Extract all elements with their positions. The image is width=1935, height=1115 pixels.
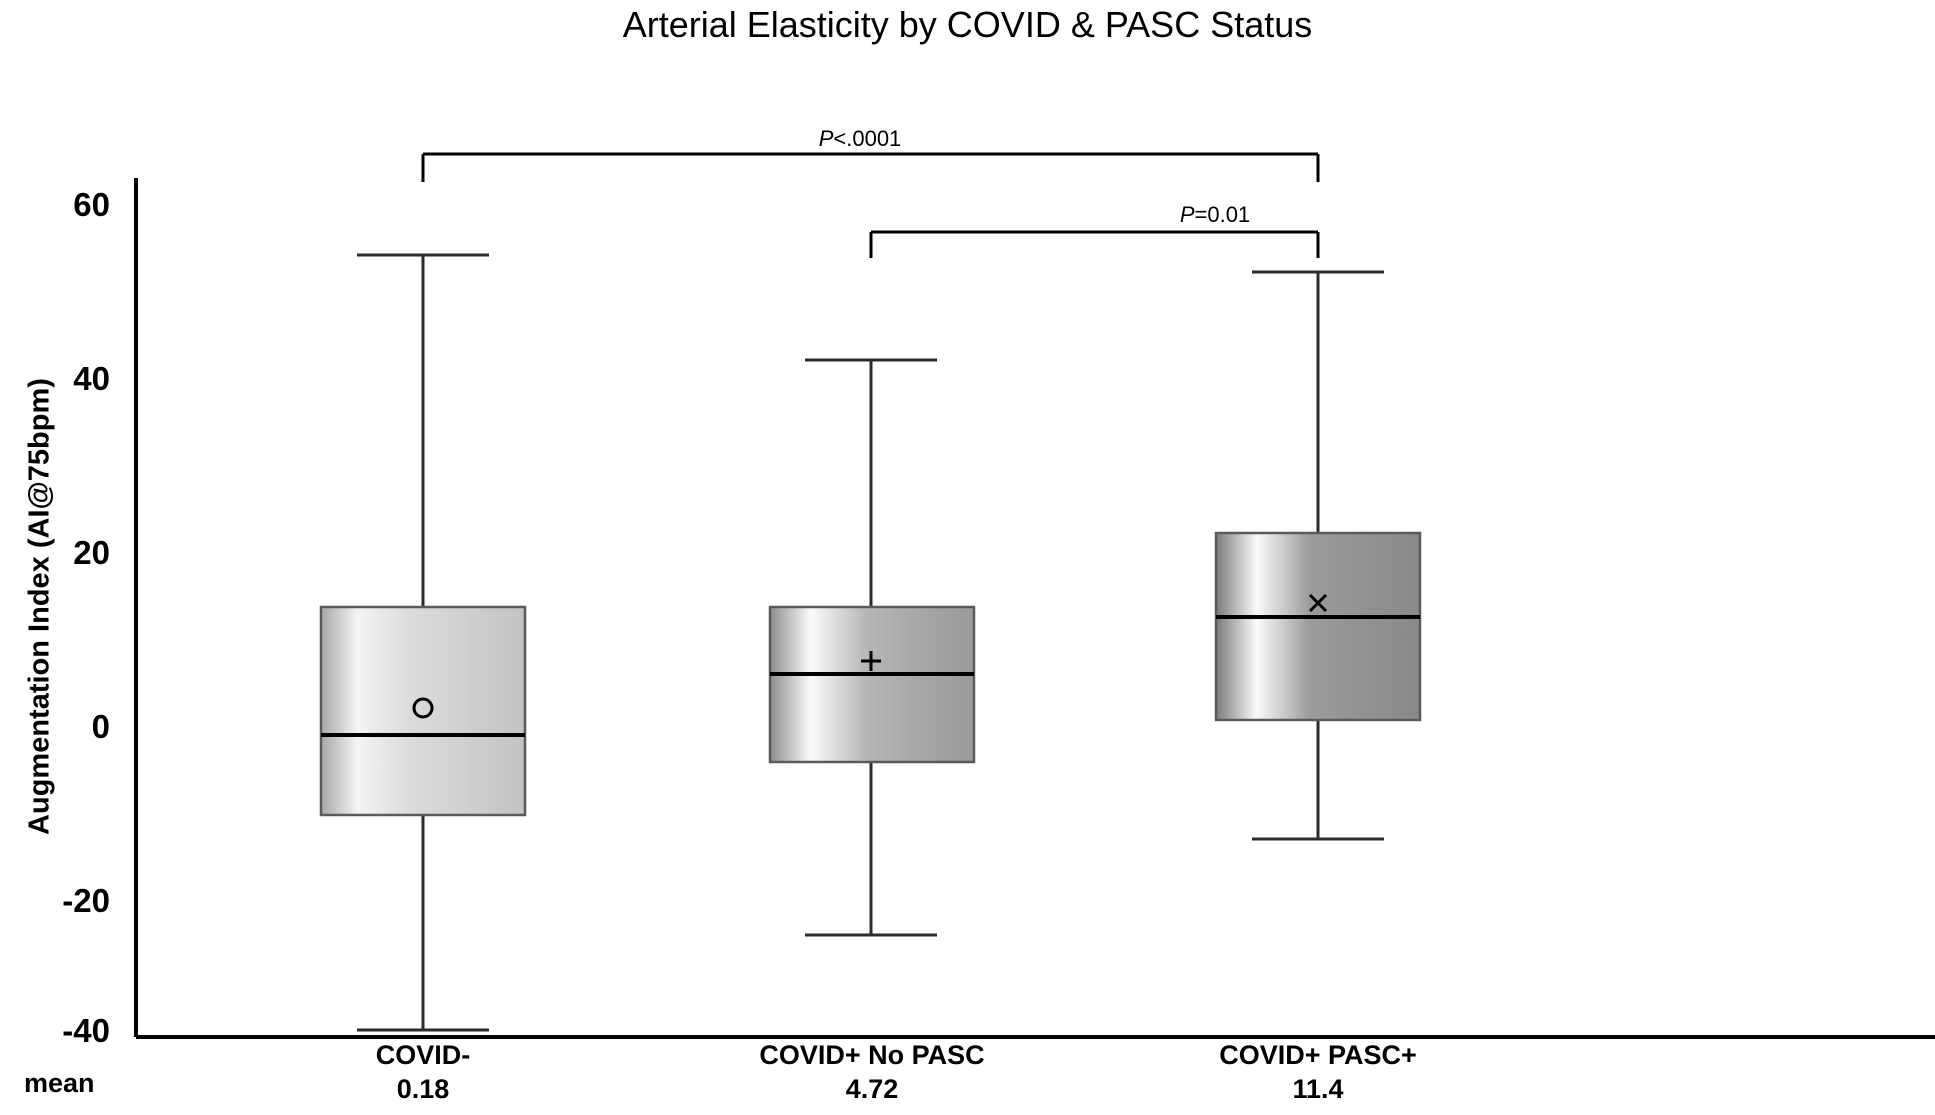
significance-bracket-1 bbox=[421, 152, 1320, 182]
y-tick-label-20: 20 bbox=[73, 534, 110, 571]
cross-marker bbox=[1308, 593, 1328, 613]
box-group-covid-positive-no-pasc bbox=[768, 358, 976, 937]
mean-row-header: mean bbox=[24, 1068, 95, 1098]
x-category-label-1: COVID- bbox=[375, 1040, 471, 1070]
page-title: Arterial Elasticity by COVID & PASC Stat… bbox=[622, 4, 1313, 45]
x-mean-value-3: 11.4 bbox=[1292, 1074, 1344, 1104]
y-tick-label-neg20: -20 bbox=[62, 882, 110, 919]
pvalue-text-1: <.0001 bbox=[833, 126, 902, 151]
y-tick-label-40: 40 bbox=[73, 360, 110, 397]
box-group-covid-positive-pasc-positive bbox=[1214, 270, 1422, 841]
box-rect-2 bbox=[768, 605, 976, 764]
circle-marker bbox=[412, 697, 434, 719]
y-tick-label-0: 0 bbox=[91, 708, 110, 745]
box-rect-1 bbox=[319, 605, 527, 817]
pvalue-text-2: =0.01 bbox=[1194, 202, 1251, 227]
pvalue-annotation-1: P<.0001 bbox=[710, 126, 1010, 152]
x-category-label-3: COVID+ PASC+ bbox=[1219, 1040, 1417, 1070]
x-mean-value-1: 0.18 bbox=[396, 1074, 450, 1104]
box-rect-3 bbox=[1214, 531, 1422, 722]
box-group-covid-negative bbox=[319, 253, 527, 1032]
pvalue-italic-p-2: P bbox=[1179, 202, 1195, 227]
y-tick-label-neg40: -40 bbox=[62, 1012, 110, 1049]
y-tick-label-60: 60 bbox=[73, 186, 110, 223]
pvalue-italic-p-1: P bbox=[818, 126, 834, 151]
plus-marker bbox=[861, 651, 881, 671]
pvalue-annotation-2: P=0.01 bbox=[1090, 202, 1340, 228]
significance-bracket-2 bbox=[869, 230, 1320, 258]
x-mean-value-2: 4.72 bbox=[845, 1074, 899, 1104]
x-category-label-2: COVID+ No PASC bbox=[759, 1040, 985, 1070]
